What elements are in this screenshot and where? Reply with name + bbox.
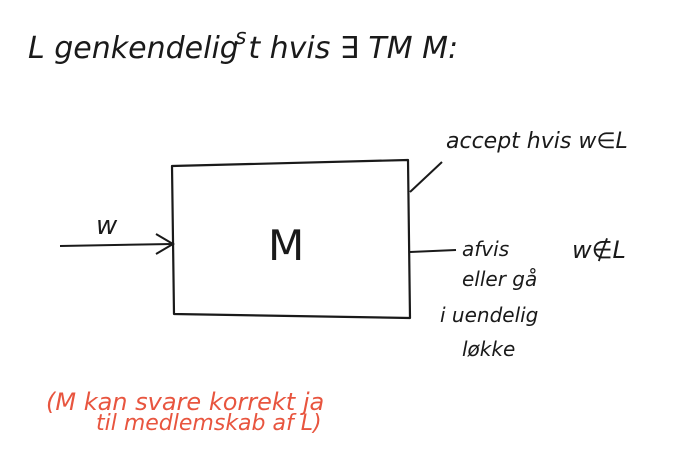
input-arrow-head [155, 233, 175, 255]
input-label: w [96, 211, 118, 241]
input-arrow [59, 243, 173, 247]
title-superscript: s [235, 25, 246, 50]
reject-note-line-4: løkke [462, 337, 515, 361]
remark-line-2: til medlemskab af L) [96, 411, 322, 436]
reject-note-line-1: afvis [462, 237, 509, 261]
accept-note: accept hvis w∈L [446, 129, 628, 154]
not-in-language-note: w∉L [572, 236, 626, 264]
accept-output-line [409, 161, 443, 193]
reject-note-line-3: i uendelig [440, 303, 538, 327]
machine-label: M [268, 221, 304, 270]
reject-note-line-2: eller gå [462, 267, 537, 291]
title-text: L genkendelig t hvis ∃ TM M: [28, 31, 458, 66]
remark-line-1: (M kan svare korrekt ja [46, 388, 324, 416]
reject-output-line [409, 249, 457, 253]
machine-box [170, 158, 412, 320]
